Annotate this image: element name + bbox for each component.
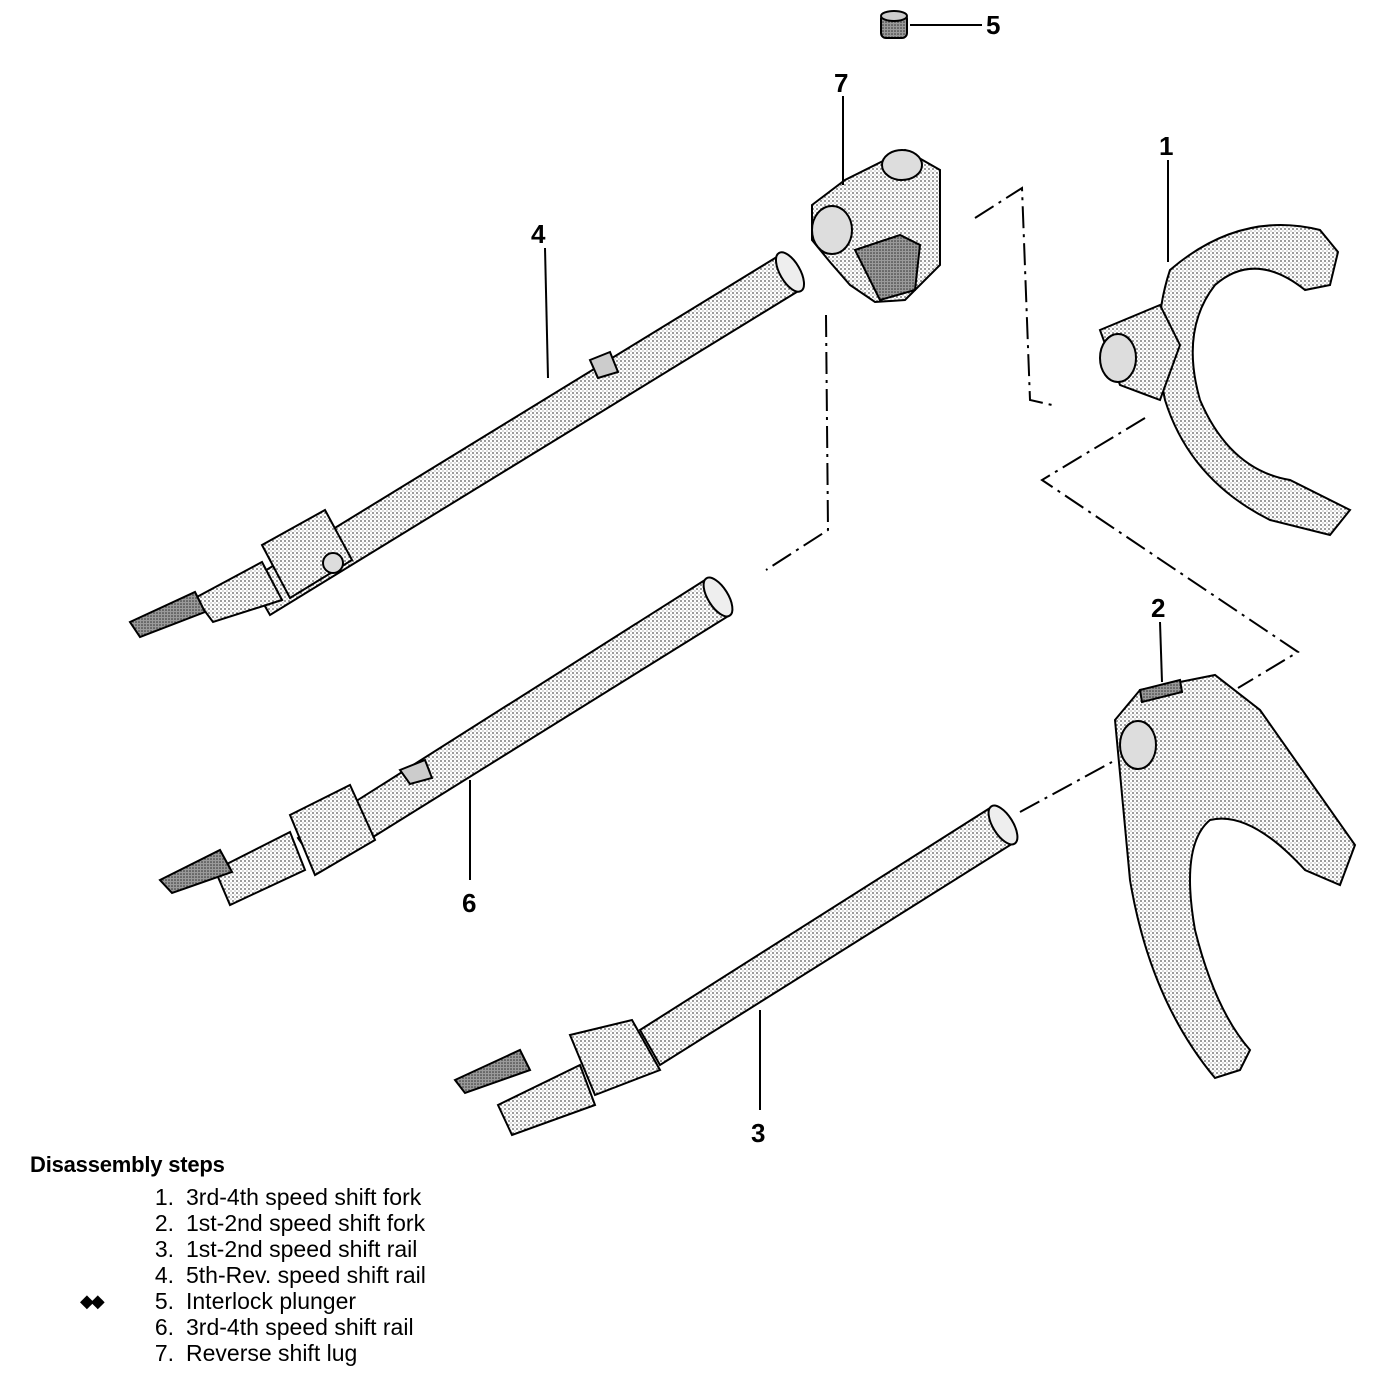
step-number: 6. bbox=[154, 1314, 174, 1340]
step-item: 3. 1st-2nd speed shift rail bbox=[30, 1236, 730, 1262]
step-item: 4. 5th-Rev. speed shift rail bbox=[30, 1262, 730, 1288]
callout-7: 7 bbox=[834, 68, 848, 98]
step-label: 5th-Rev. speed shift rail bbox=[186, 1262, 426, 1288]
step-number: 2. bbox=[154, 1210, 174, 1236]
step-item: 2. 1st-2nd speed shift fork bbox=[30, 1210, 730, 1236]
step-number: 5. bbox=[154, 1288, 174, 1314]
callout-6: 6 bbox=[462, 888, 476, 918]
step-item: 6. 3rd-4th speed shift rail bbox=[30, 1314, 730, 1340]
step-label: Reverse shift lug bbox=[186, 1340, 358, 1366]
callout-5: 5 bbox=[986, 10, 1000, 40]
interlock-plunger bbox=[880, 10, 908, 39]
step-label: 1st-2nd speed shift fork bbox=[186, 1210, 426, 1236]
shift-rail-5th-rev bbox=[128, 251, 805, 639]
step-number: 3. bbox=[154, 1236, 174, 1262]
callout-1: 1 bbox=[1159, 131, 1173, 161]
shift-fork-1st-2nd bbox=[1113, 673, 1357, 1080]
step-label: 1st-2nd speed shift rail bbox=[186, 1236, 418, 1262]
callout-2: 2 bbox=[1151, 593, 1165, 623]
shift-rail-3rd-4th bbox=[158, 576, 734, 907]
step-marker: ◆◆ bbox=[80, 1291, 105, 1311]
step-label: 3rd-4th speed shift fork bbox=[186, 1184, 422, 1210]
callout-4: 4 bbox=[531, 219, 546, 249]
steps-title: Disassembly steps bbox=[30, 1152, 225, 1177]
step-item: 7. Reverse shift lug bbox=[30, 1340, 730, 1366]
reverse-shift-lug bbox=[811, 148, 941, 304]
shift-fork-3rd-4th bbox=[1098, 224, 1352, 537]
assembly-guide-lines bbox=[765, 186, 1300, 813]
exploded-view-diagram: 5 7 4 6 3 bbox=[128, 10, 1357, 1148]
step-number: 1. bbox=[154, 1184, 174, 1210]
step-list: 1. 3rd-4th speed shift fork 2. 1st-2nd spe… bbox=[30, 1184, 730, 1366]
leader-line-4 bbox=[544, 247, 549, 379]
callout-3: 3 bbox=[751, 1118, 765, 1148]
step-item: 1. 3rd-4th speed shift fork bbox=[30, 1184, 730, 1210]
step-item: ◆◆ 5. Interlock plunger bbox=[30, 1288, 730, 1314]
leader-line-2 bbox=[1159, 621, 1163, 683]
shift-rail-1st-2nd bbox=[453, 804, 1019, 1137]
step-number: 7. bbox=[154, 1340, 174, 1366]
step-number: 4. bbox=[154, 1262, 174, 1288]
step-label: Interlock plunger bbox=[186, 1288, 357, 1314]
step-label: 3rd-4th speed shift rail bbox=[186, 1314, 414, 1340]
disassembly-steps: Disassembly steps 1. 3rd-4th speed shift … bbox=[30, 1152, 730, 1366]
